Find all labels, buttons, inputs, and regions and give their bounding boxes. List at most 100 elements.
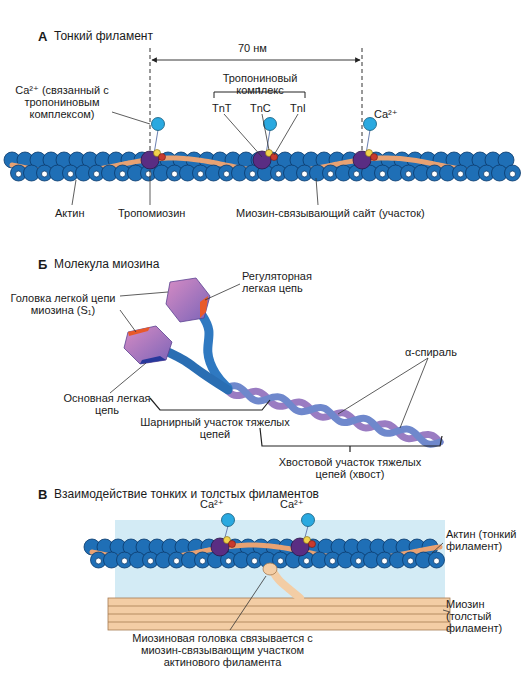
thick-filament xyxy=(108,598,450,630)
leader-line xyxy=(338,358,428,414)
actin-monomer xyxy=(429,552,445,568)
binding-site xyxy=(172,171,178,177)
binding-site xyxy=(252,558,258,564)
essential-light-chain xyxy=(140,356,166,364)
tail-bracket xyxy=(260,428,442,452)
binding-site xyxy=(96,558,102,564)
part-label: Актин xyxy=(55,207,85,219)
leader-line xyxy=(224,114,262,157)
part-label: Шарнирный участок тяжелых цепей xyxy=(140,416,290,440)
leader-line xyxy=(72,180,76,205)
binding-site xyxy=(458,171,464,177)
troponin-i xyxy=(371,154,378,161)
myosin-head xyxy=(124,326,172,364)
leader-line xyxy=(274,114,298,155)
ion-label: Ca²⁺ xyxy=(374,108,398,120)
part-label: Регуляторная легкая цепь xyxy=(242,270,337,294)
panel-title: Тонкий филамент xyxy=(54,30,153,43)
binding-site xyxy=(122,558,128,564)
callout-note: Миозиновая головка связывается с миозин-… xyxy=(130,632,315,668)
troponin-i xyxy=(309,541,316,548)
complex-label: Тропониновый комплекс xyxy=(200,72,320,96)
binding-site xyxy=(174,558,180,564)
calcium-ion xyxy=(264,118,277,131)
binding-site xyxy=(302,171,308,177)
leader-line xyxy=(316,178,318,205)
troponin-i xyxy=(159,154,166,161)
leader-line xyxy=(205,284,240,300)
binding-site xyxy=(304,558,310,564)
binding-site xyxy=(68,171,74,177)
panel-letter: В xyxy=(38,488,47,501)
panel-letter: Б xyxy=(38,258,47,271)
binding-site xyxy=(330,558,336,564)
leader-line xyxy=(110,363,146,393)
leader-line xyxy=(120,292,168,296)
binding-site xyxy=(276,171,282,177)
binding-site xyxy=(328,171,334,177)
thick-filament-strand xyxy=(108,622,450,623)
subunit-label: TnC xyxy=(250,102,271,114)
panel-title: Молекула миозина xyxy=(54,258,159,271)
binding-site xyxy=(42,171,48,177)
myosin-cross-bridge xyxy=(272,570,300,598)
binding-site xyxy=(408,558,414,564)
binding-site xyxy=(354,171,360,177)
binding-site xyxy=(200,558,206,564)
dimension-guide xyxy=(150,48,151,160)
part-label: Головка легкой цепи миозина (S₁) xyxy=(6,292,120,316)
binding-site xyxy=(278,558,284,564)
part-label: Актин (тонкий филамент) xyxy=(446,528,528,552)
panel-letter: А xyxy=(38,30,47,43)
binding-site xyxy=(356,558,362,564)
part-label: Миозин (толстый филамент) xyxy=(446,598,528,634)
binding-site xyxy=(380,171,386,177)
calcium-ion xyxy=(152,118,165,131)
ion-label: Ca²⁺ (связанный с тропониновым комплексо… xyxy=(8,84,116,120)
light-chain-patch xyxy=(128,327,150,336)
calcium-ion xyxy=(222,514,235,527)
binding-site xyxy=(94,171,100,177)
binding-site xyxy=(16,171,22,177)
heavy-chain-neck xyxy=(168,352,228,390)
part-label: Миозин-связывающий сайт (участок) xyxy=(236,207,425,219)
calcium-ion xyxy=(302,514,315,527)
myosin-head xyxy=(263,563,277,575)
binding-site xyxy=(434,558,440,564)
dimension-label: 70 нм xyxy=(238,42,267,54)
thick-filament-strand xyxy=(108,606,450,607)
part-label: α-спираль xyxy=(405,346,457,358)
myosin-head xyxy=(166,278,210,322)
binding-site xyxy=(406,171,412,177)
leader-line xyxy=(262,114,269,150)
binding-site xyxy=(224,171,230,177)
part-label: Основная легкая цепь xyxy=(62,392,152,416)
ion-label: Ca²⁺ xyxy=(280,498,304,510)
leader-line xyxy=(120,310,136,332)
dimension-line xyxy=(152,60,360,61)
binding-site xyxy=(382,558,388,564)
part-label: Тропомиозин xyxy=(118,207,185,219)
binding-site xyxy=(484,171,490,177)
actin-monomer xyxy=(505,165,521,181)
leader-line xyxy=(150,170,151,205)
binding-site xyxy=(510,171,516,177)
thick-filament-strand xyxy=(108,614,450,615)
troponin-i xyxy=(229,541,236,548)
subunit-label: TnT xyxy=(212,102,232,114)
subunit-label: TnI xyxy=(290,102,306,114)
panel-title: Взаимодействие тонких и толстых филамент… xyxy=(54,488,319,501)
binding-site xyxy=(120,171,126,177)
binding-site xyxy=(148,558,154,564)
heavy-chain-tail xyxy=(225,386,440,444)
binding-site xyxy=(250,171,256,177)
binding-site xyxy=(432,171,438,177)
leader-line xyxy=(230,576,266,630)
binding-site xyxy=(198,171,204,177)
leader-line xyxy=(112,112,150,124)
leader-line xyxy=(432,543,443,553)
binding-site xyxy=(226,558,232,564)
binding-site xyxy=(146,171,152,177)
leader-line xyxy=(400,358,428,428)
